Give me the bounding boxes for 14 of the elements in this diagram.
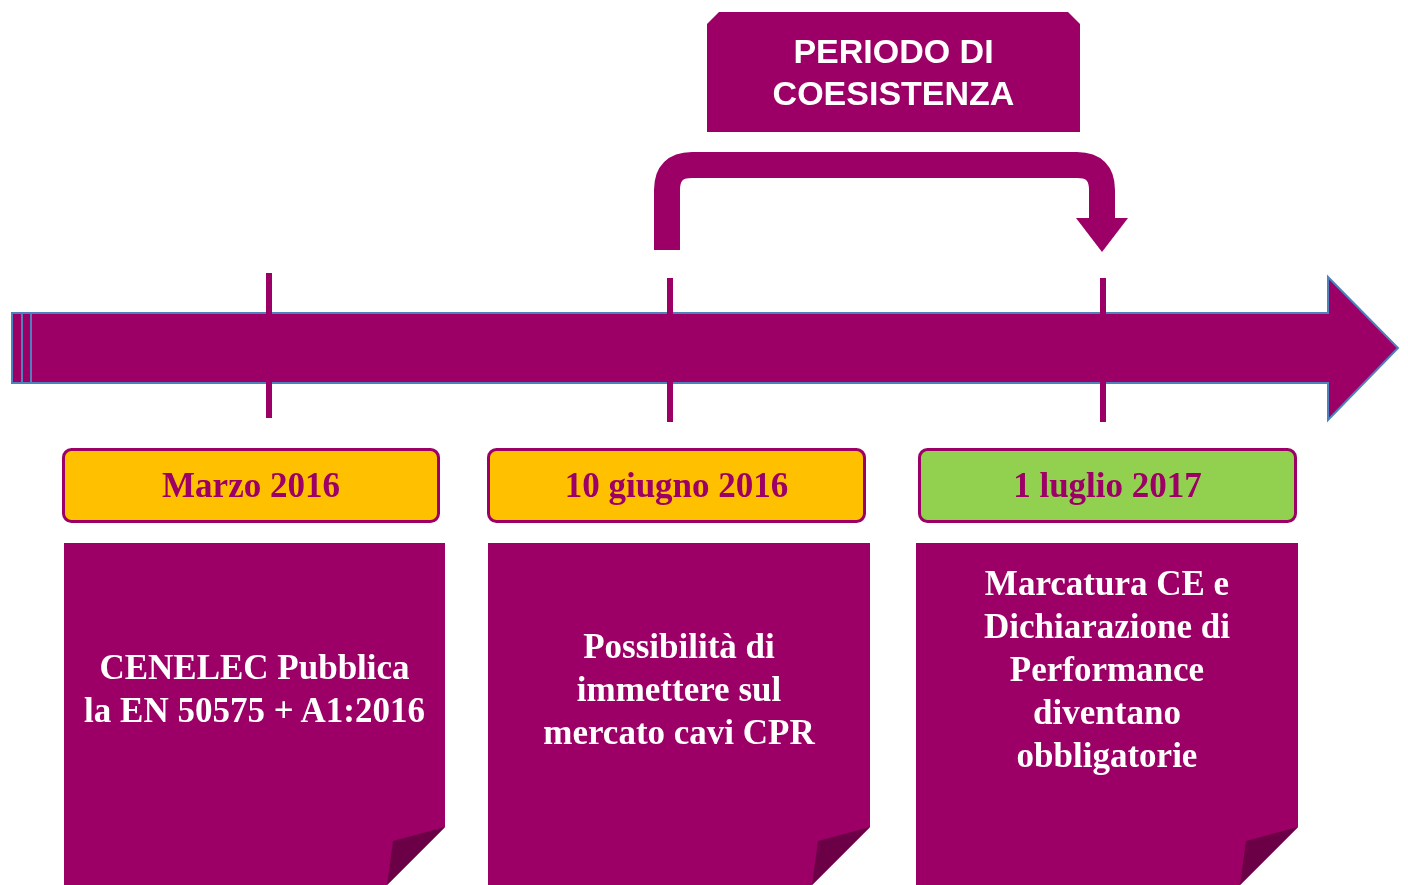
- date-text: 10 giugno 2016: [564, 465, 789, 506]
- date-label: [62, 448, 440, 523]
- note-card: [488, 543, 870, 885]
- banner-title: PERIODO DI COESISTENZA: [771, 31, 1016, 114]
- description-text: Marcatura CE e Dichiarazione di Performance diventano obbligatorie: [983, 562, 1231, 777]
- note-card: [916, 543, 1298, 885]
- date-label: [487, 448, 866, 523]
- description-text: CENELEC Pubblica la EN 50575 + A1:2016: [83, 647, 426, 732]
- heading-banner: [707, 12, 1080, 132]
- date-label: [918, 448, 1297, 523]
- date-text: 1 luglio 2017: [1013, 465, 1202, 506]
- date-text: Marzo 2016: [162, 465, 340, 506]
- description-text: Possibilità di immettere sul mercato cavi CPR: [542, 625, 816, 754]
- note-card: [64, 543, 445, 885]
